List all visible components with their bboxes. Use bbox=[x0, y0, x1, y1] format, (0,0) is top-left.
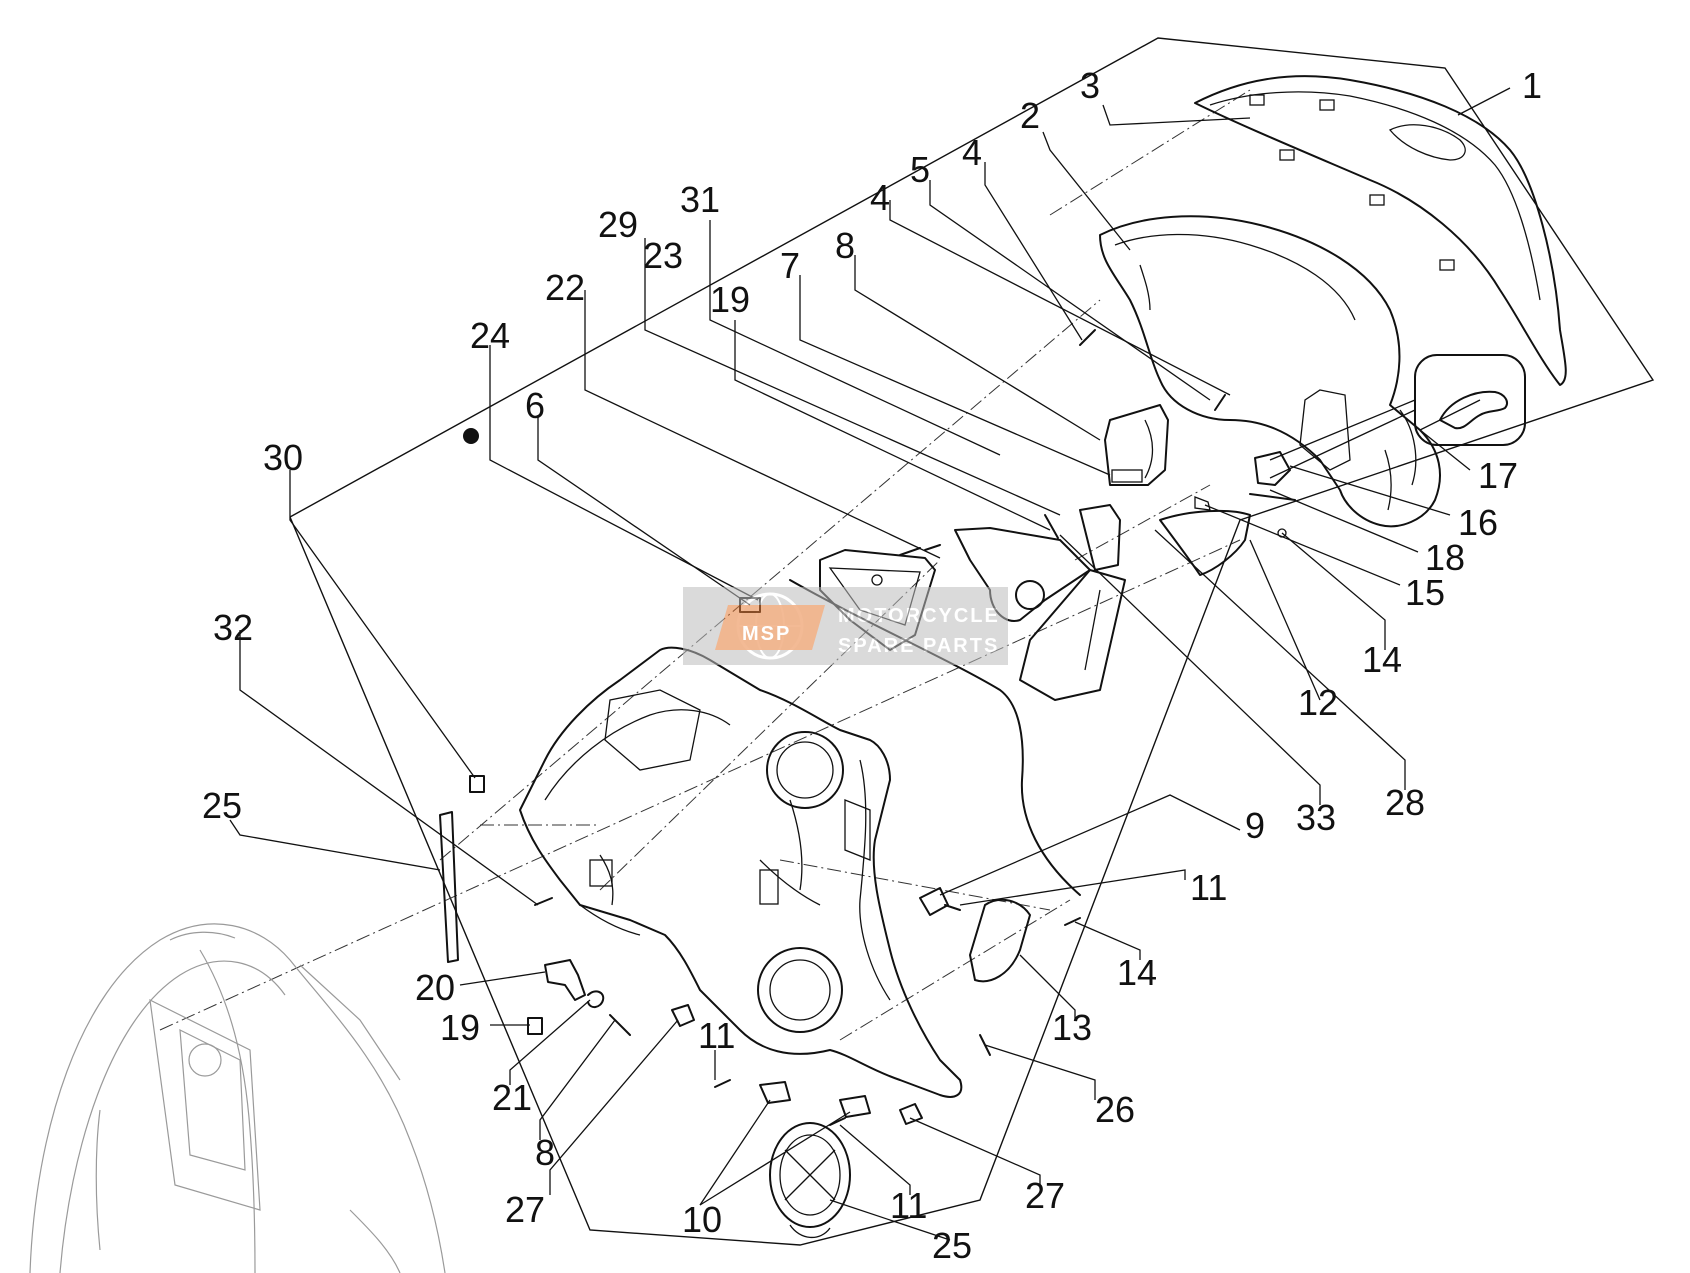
callout-11-lower: 11 bbox=[890, 1185, 927, 1226]
callout-8-upper: 8 bbox=[835, 225, 855, 266]
callout-22: 22 bbox=[545, 267, 585, 308]
callout-11-middle: 11 bbox=[698, 1015, 735, 1056]
callout-8-lower: 8 bbox=[535, 1132, 555, 1173]
part-11-screw-lower-a bbox=[714, 1079, 731, 1088]
callout-4-upper: 4 bbox=[962, 132, 982, 173]
leader-lines bbox=[229, 87, 1511, 1241]
callout-13: 13 bbox=[1052, 1007, 1092, 1048]
part-handlebar-rear-cover bbox=[1099, 215, 1441, 528]
part-32-screw bbox=[534, 897, 553, 906]
part-19-clip-lower bbox=[527, 1017, 543, 1035]
watermark: MSP MOTORCYCLE SPARE PARTS bbox=[683, 587, 1008, 665]
callout-25-left: 25 bbox=[202, 785, 242, 826]
part-27-clip-b bbox=[899, 1103, 923, 1125]
callout-15: 15 bbox=[1405, 572, 1445, 613]
callout-3: 3 bbox=[1080, 65, 1100, 106]
callout-27-left: 27 bbox=[505, 1189, 545, 1230]
callout-30: 30 bbox=[263, 437, 303, 478]
callout-27-right: 27 bbox=[1025, 1175, 1065, 1216]
part-10-bracket-a bbox=[759, 1081, 791, 1104]
callout-33: 33 bbox=[1296, 797, 1336, 838]
callout-14-lower: 14 bbox=[1117, 952, 1157, 993]
callout-2: 2 bbox=[1020, 95, 1040, 136]
part-24-leg-shield bbox=[519, 646, 963, 1098]
part-14-screw-lower bbox=[1064, 917, 1081, 926]
part-10-bracket-b bbox=[839, 1095, 871, 1118]
callout-31: 31 bbox=[680, 179, 720, 220]
part-screws-top bbox=[899, 329, 1226, 556]
ghost-scooter-front bbox=[29, 923, 446, 1273]
watermark-line2: SPARE PARTS bbox=[838, 635, 999, 657]
callout-11-upper: 11 bbox=[1190, 867, 1227, 908]
callout-19-upper: 19 bbox=[710, 279, 750, 320]
callout-labels: 1 3 2 4 5 4 31 29 23 8 7 22 19 24 6 30 1… bbox=[202, 65, 1542, 1266]
callout-5: 5 bbox=[910, 149, 930, 190]
callout-16: 16 bbox=[1458, 502, 1498, 543]
callout-14-upper: 14 bbox=[1362, 639, 1402, 680]
callout-26: 26 bbox=[1095, 1089, 1135, 1130]
part-top-cover bbox=[1194, 75, 1567, 386]
callout-24: 24 bbox=[470, 315, 510, 356]
reference-dot bbox=[463, 428, 479, 444]
callout-32: 32 bbox=[213, 607, 253, 648]
callout-20: 20 bbox=[415, 967, 455, 1008]
callout-4-lower: 4 bbox=[870, 177, 890, 218]
part-25-strip bbox=[439, 811, 459, 963]
callout-21: 21 bbox=[492, 1077, 532, 1118]
part-11-pin bbox=[919, 887, 961, 916]
part-21-spring bbox=[587, 990, 605, 1008]
callout-10: 10 bbox=[682, 1199, 722, 1240]
part-11-screw-lower-b bbox=[829, 1117, 846, 1126]
part-20-bracket bbox=[544, 959, 586, 1001]
callout-29: 29 bbox=[598, 204, 638, 245]
callout-9: 9 bbox=[1245, 805, 1265, 846]
part-16-latch bbox=[1194, 451, 1296, 511]
watermark-line1: MOTORCYCLE bbox=[838, 605, 1000, 627]
part-13-lid bbox=[969, 898, 1031, 983]
callout-7: 7 bbox=[780, 245, 800, 286]
callout-17: 17 bbox=[1478, 455, 1518, 496]
callout-28: 28 bbox=[1385, 782, 1425, 823]
callout-18: 18 bbox=[1425, 537, 1465, 578]
part-7-lamp bbox=[1104, 404, 1169, 486]
watermark-logo-letters: MSP bbox=[742, 623, 791, 645]
part-30-clip bbox=[469, 775, 485, 793]
callout-1: 1 bbox=[1522, 65, 1542, 106]
watermark-logo: MSP bbox=[715, 592, 825, 660]
callout-23: 23 bbox=[643, 235, 683, 276]
part-25-grille bbox=[769, 1122, 851, 1239]
assembly-dash-lines bbox=[159, 89, 1251, 1041]
callout-12: 12 bbox=[1298, 682, 1338, 723]
part-8-pin-lower bbox=[609, 1014, 631, 1036]
callout-6: 6 bbox=[525, 385, 545, 426]
callout-25-bottom: 25 bbox=[932, 1225, 972, 1266]
callout-19-lower: 19 bbox=[440, 1007, 480, 1048]
